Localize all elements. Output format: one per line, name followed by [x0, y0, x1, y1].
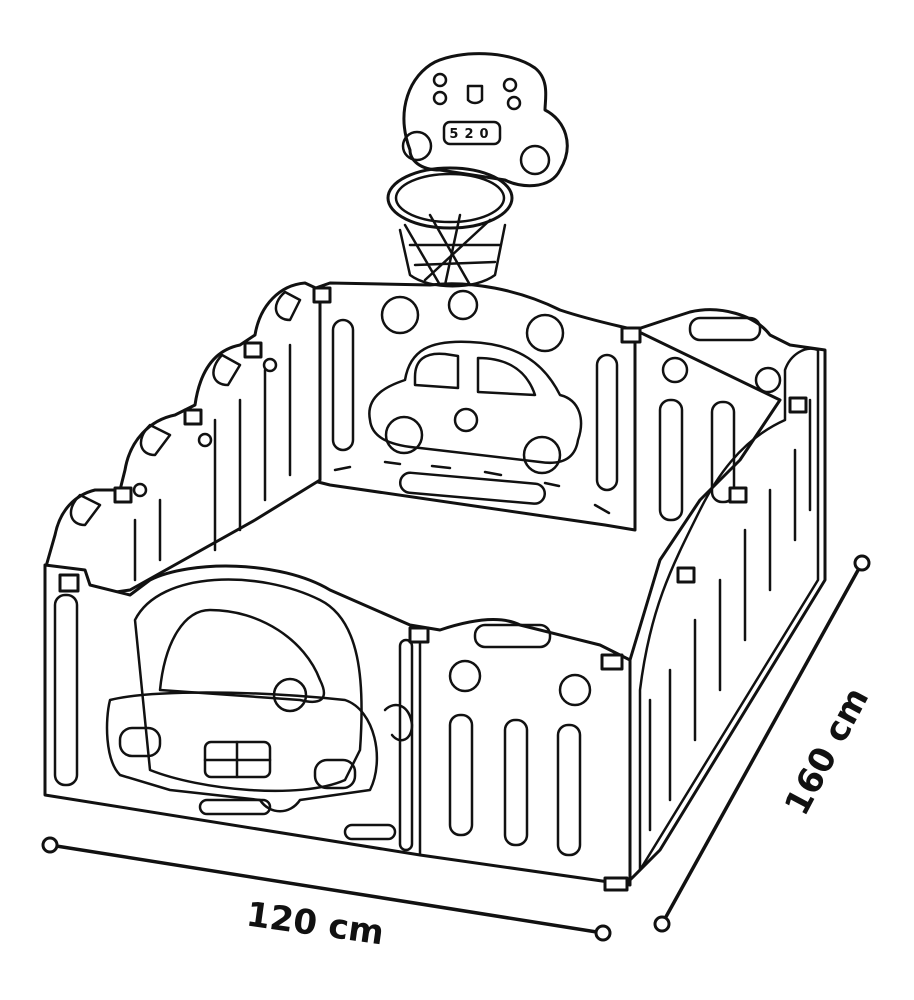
front-wall: [43, 563, 632, 887]
dimension-endpoint: [653, 915, 671, 933]
dimension-endpoint: [594, 924, 612, 942]
left-side-wall: [43, 281, 322, 602]
hinges: [58, 286, 808, 892]
car-emblem-front: [105, 691, 379, 813]
basketball-hoop: 520: [386, 52, 569, 288]
scoreboard: [442, 120, 502, 146]
car-emblem-back: [368, 340, 583, 475]
width-label: 120 cm: [244, 895, 387, 954]
scoreboard-digits: 520: [449, 127, 494, 142]
depth-label: 160 cm: [777, 681, 877, 822]
right-side-wall: [628, 308, 827, 882]
dimension-endpoint: [853, 554, 871, 572]
back-wall: [308, 281, 637, 532]
dimension-endpoint: [41, 836, 59, 854]
